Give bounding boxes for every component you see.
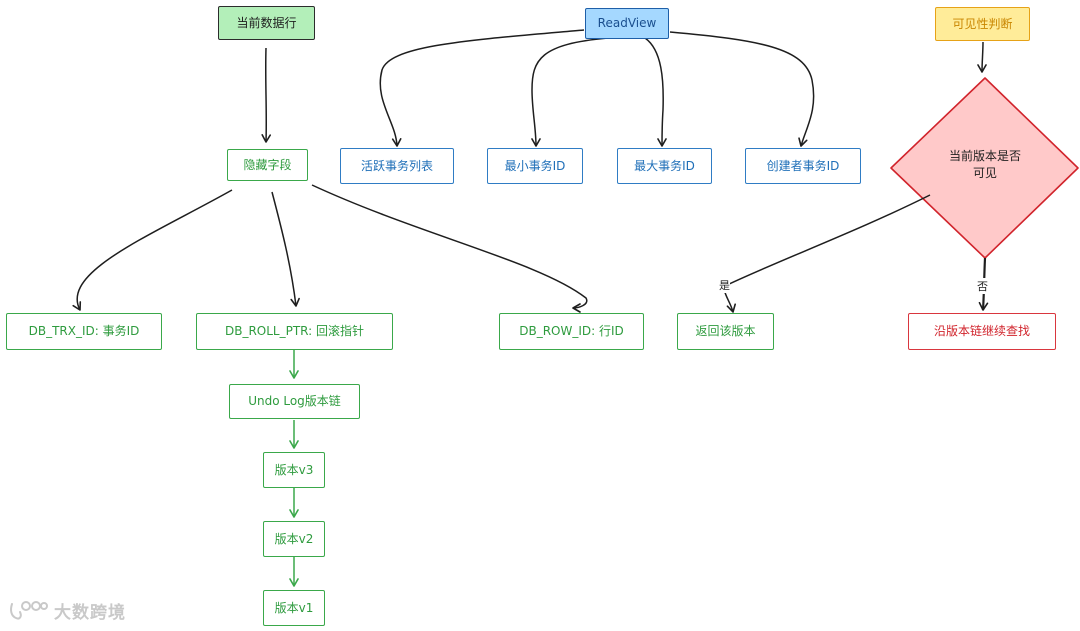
edge-decision-to-return-version bbox=[723, 194, 931, 313]
db-row-id-node: DB_ROW_ID: 行ID bbox=[499, 313, 644, 350]
edge-readview-to-min-trx-id bbox=[531, 37, 609, 147]
version-v3-node: 版本v3 bbox=[263, 452, 325, 488]
version-v1-label: 版本v1 bbox=[274, 600, 314, 615]
edge-visibility-check-to-decision bbox=[977, 41, 987, 73]
no-edge-label: 否 bbox=[977, 278, 988, 294]
visibility-check-label: 可见性判断 bbox=[952, 16, 1013, 31]
edge-readview-to-creator-trx-id bbox=[669, 31, 815, 147]
version-v1-node: 版本v1 bbox=[263, 590, 325, 626]
db-roll-ptr-node: DB_ROLL_PTR: 回滚指针 bbox=[196, 313, 393, 350]
edge-current-row-to-hidden-fields bbox=[261, 47, 272, 143]
active-trx-list-node: 活跃事务列表 bbox=[340, 148, 454, 184]
current-row-node: 当前数据行 bbox=[218, 6, 315, 40]
undo-log-chain-label: Undo Log版本链 bbox=[248, 394, 341, 408]
return-version-node: 返回该版本 bbox=[677, 313, 774, 350]
version-v2-node: 版本v2 bbox=[263, 521, 325, 557]
edge-hidden-fields-to-db-row-id bbox=[311, 184, 588, 313]
db-roll-ptr-label: DB_ROLL_PTR: 回滚指针 bbox=[224, 324, 365, 338]
min-trx-id-node: 最小事务ID bbox=[487, 148, 583, 184]
db-row-id-label: DB_ROW_ID: 行ID bbox=[519, 324, 624, 338]
edge-hidden-fields-to-db-roll-ptr bbox=[271, 191, 300, 307]
edge-readview-to-max-trx-id bbox=[644, 37, 667, 147]
db-trx-id-node: DB_TRX_ID: 事务ID bbox=[6, 313, 162, 350]
edge-readview-to-active-trx-list bbox=[379, 29, 585, 147]
visibility-check-node: 可见性判断 bbox=[935, 7, 1030, 41]
hidden-fields-label: 隐藏字段 bbox=[243, 157, 292, 172]
version-v3-label: 版本v3 bbox=[274, 462, 314, 477]
continue-search-node: 沿版本链继续查找 bbox=[908, 313, 1056, 350]
watermark-text: 大数跨境 bbox=[54, 602, 126, 623]
decision-label: 当前版本是否 可见 bbox=[948, 149, 1021, 180]
watermark-logo-icon bbox=[10, 601, 48, 620]
max-trx-id-label: 最大事务ID bbox=[634, 158, 695, 173]
creator-trx-id-label: 创建者事务ID bbox=[766, 158, 840, 173]
version-v2-label: 版本v2 bbox=[274, 531, 314, 546]
yes-edge-label: 是 bbox=[719, 277, 730, 293]
db-trx-id-label: DB_TRX_ID: 事务ID bbox=[28, 324, 140, 338]
continue-search-label: 沿版本链继续查找 bbox=[933, 324, 1030, 338]
readview-node: ReadView bbox=[585, 8, 669, 39]
current-row-label: 当前数据行 bbox=[236, 15, 297, 30]
max-trx-id-node: 最大事务ID bbox=[617, 148, 712, 184]
min-trx-id-label: 最小事务ID bbox=[504, 158, 566, 173]
active-trx-list-label: 活跃事务列表 bbox=[360, 158, 433, 173]
return-version-label: 返回该版本 bbox=[695, 324, 756, 338]
watermark: 大数跨境 bbox=[8, 597, 126, 623]
readview-label: ReadView bbox=[597, 16, 657, 30]
edge-hidden-fields-to-db-trx-id bbox=[72, 189, 233, 311]
undo-log-chain-node: Undo Log版本链 bbox=[229, 384, 360, 419]
creator-trx-id-node: 创建者事务ID bbox=[745, 148, 861, 184]
hidden-fields-node: 隐藏字段 bbox=[227, 149, 308, 181]
